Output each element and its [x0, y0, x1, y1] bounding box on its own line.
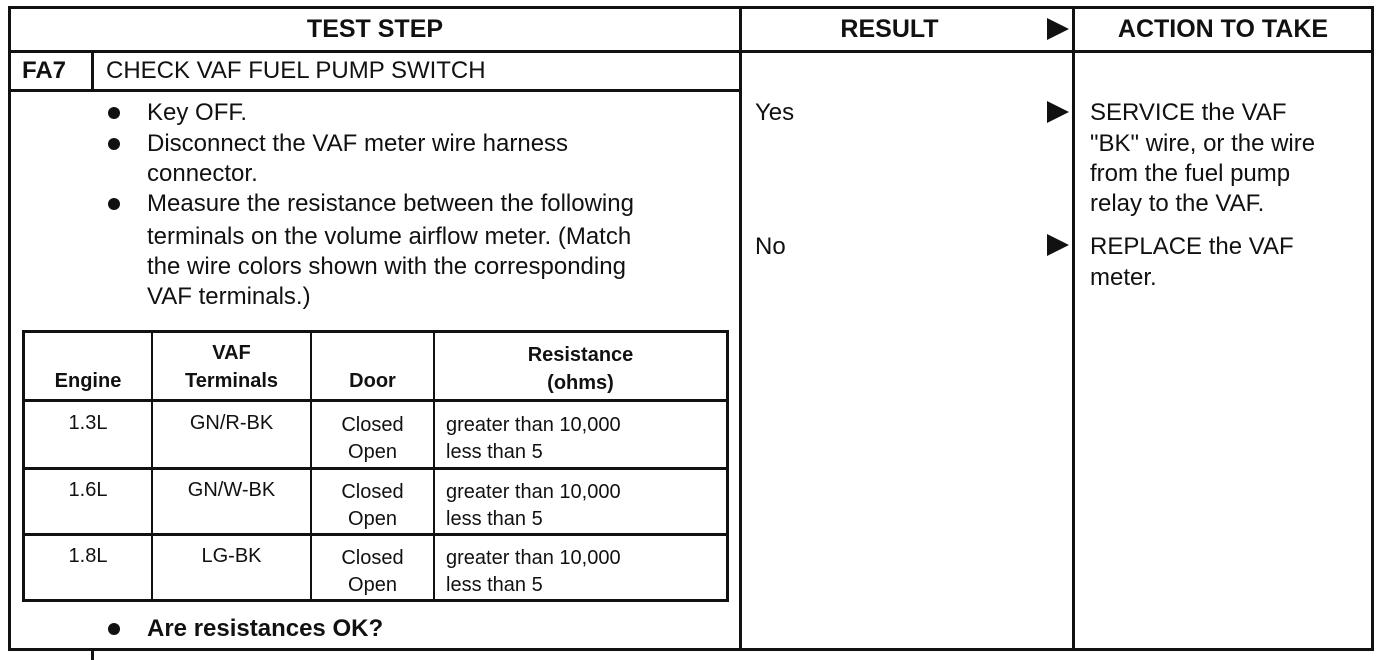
table-cell-resistance: greater than 10,000 — [446, 481, 621, 503]
table-cell-engine: 1.8L — [68, 545, 108, 567]
col-header-terminals-1: VAF — [212, 342, 251, 364]
bullet-3-line-3: the wire colors shown with the correspon… — [147, 253, 626, 280]
row-divider — [25, 533, 726, 536]
table-cell-terminals: LG-BK — [201, 545, 262, 567]
step-code: FA7 — [22, 57, 67, 84]
result-no-arrow-icon — [1047, 234, 1069, 256]
result-yes: Yes — [755, 99, 795, 126]
table-cell-terminals: GN/W-BK — [187, 479, 276, 501]
table-cell-door: Open — [348, 441, 397, 463]
col-divider — [151, 333, 153, 599]
step-title: CHECK VAF FUEL PUMP SWITCH — [106, 57, 486, 84]
bottom-border — [8, 648, 1374, 651]
row-divider — [25, 467, 726, 470]
table-cell-resistance: less than 5 — [446, 508, 543, 530]
bullet-icon — [108, 107, 120, 119]
col-header-resistance-1: Resistance — [527, 344, 634, 366]
action-yes-line-1: SERVICE the VAF — [1090, 99, 1287, 126]
resistance-table: Engine VAF Terminals Door Resistance (oh… — [22, 330, 729, 602]
col-header-terminals-2: Terminals — [185, 370, 278, 392]
right-border — [1371, 6, 1374, 651]
action-yes-line-4: relay to the VAF. — [1090, 190, 1265, 217]
row-divider — [25, 399, 726, 402]
result-column-border — [739, 6, 742, 651]
action-no-line-1: REPLACE the VAF — [1090, 233, 1294, 260]
bullet-1-line-1: Key OFF. — [147, 99, 248, 126]
header-test-step: TEST STEP — [306, 14, 444, 43]
table-cell-engine: 1.6L — [68, 479, 108, 501]
table-cell-door: Closed — [341, 547, 404, 569]
header-result: RESULT — [840, 14, 939, 43]
left-border — [8, 6, 11, 651]
bullet-2-line-1: Disconnect the VAF meter wire harness — [147, 130, 569, 157]
question: Are resistances OK? — [147, 615, 384, 642]
action-no-line-2: meter. — [1090, 264, 1157, 291]
col-header-door: Door — [349, 370, 396, 392]
code-divider — [91, 50, 94, 92]
bullet-3-line-4: VAF terminals.) — [147, 283, 311, 310]
table-cell-door: Open — [348, 574, 397, 596]
table-cell-resistance: less than 5 — [446, 441, 543, 463]
col-header-engine: Engine — [54, 370, 122, 392]
top-border — [8, 6, 1374, 9]
bullet-2-line-2: connector. — [147, 160, 258, 187]
bullet-icon — [108, 138, 120, 150]
action-yes-line-3: from the fuel pump — [1090, 160, 1291, 187]
table-cell-resistance: greater than 10,000 — [446, 547, 621, 569]
header-action: ACTION TO TAKE — [1117, 14, 1329, 43]
col-divider — [310, 333, 312, 599]
result-yes-arrow-icon — [1047, 101, 1069, 123]
table-cell-door: Closed — [341, 481, 404, 503]
action-yes-line-2: "BK" wire, or the wire — [1090, 130, 1316, 157]
bullet-3-line-1: Measure the resistance between the follo… — [147, 190, 634, 217]
table-cell-resistance: greater than 10,000 — [446, 414, 621, 436]
table-cell-door: Closed — [341, 414, 404, 436]
col-header-resistance-2: (ohms) — [547, 372, 614, 394]
title-divider — [8, 89, 741, 92]
action-column-border — [1072, 6, 1075, 651]
table-cell-resistance: less than 5 — [446, 574, 543, 596]
table-cell-door: Open — [348, 508, 397, 530]
table-cell-terminals: GN/R-BK — [189, 412, 274, 434]
header-arrow-icon — [1047, 18, 1069, 40]
table-cell-engine: 1.3L — [68, 412, 108, 434]
header-divider — [8, 50, 1374, 53]
bullet-icon — [108, 198, 120, 210]
bullet-3-line-2: terminals on the volume airflow meter. (… — [147, 223, 632, 250]
bullet-icon — [108, 623, 120, 635]
result-no: No — [755, 233, 786, 260]
col-divider — [433, 333, 435, 599]
bottom-stub — [91, 648, 94, 660]
